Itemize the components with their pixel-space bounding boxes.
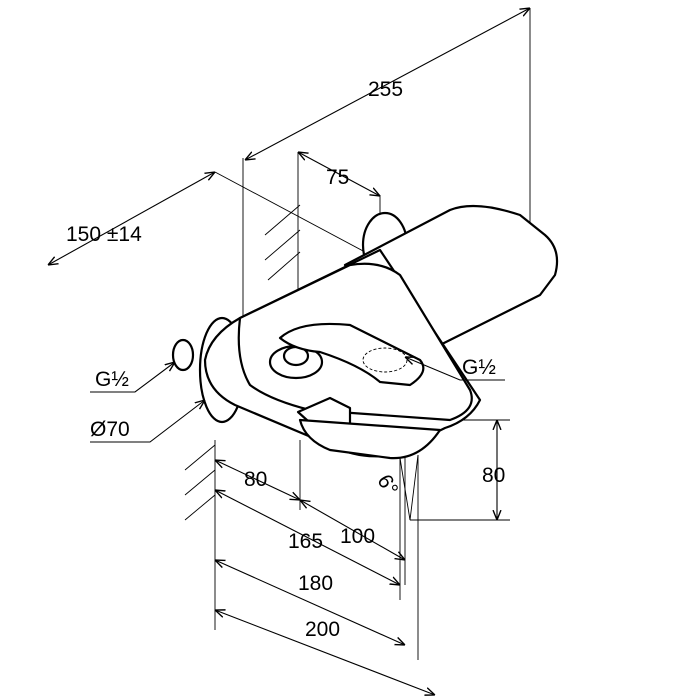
- dim-6-degree: 6°: [372, 471, 402, 500]
- dim-180: 180: [298, 572, 333, 595]
- dim-100: 100: [340, 525, 375, 548]
- label-diameter-70: Ø70: [90, 418, 130, 441]
- faucet-body: [171, 204, 559, 521]
- dim-80-height: 80: [482, 464, 505, 487]
- inlet-left: [171, 338, 195, 372]
- dim-200: 200: [305, 618, 340, 641]
- dim-255: 255: [368, 78, 403, 101]
- wall-hatching-top: [264, 204, 301, 281]
- dimension-lines: [48, 8, 530, 695]
- dim-80: 80: [244, 468, 267, 491]
- spout-front: [298, 418, 442, 460]
- dim-150: 150 ±14: [66, 223, 142, 246]
- dim-165: 165: [288, 530, 323, 553]
- label-g-half-right: G½: [462, 356, 496, 379]
- wall-hatching-bottom: [184, 444, 216, 521]
- label-g-half-left: G½: [95, 368, 129, 391]
- dim-75: 75: [326, 166, 349, 189]
- lever-handle: [278, 322, 425, 387]
